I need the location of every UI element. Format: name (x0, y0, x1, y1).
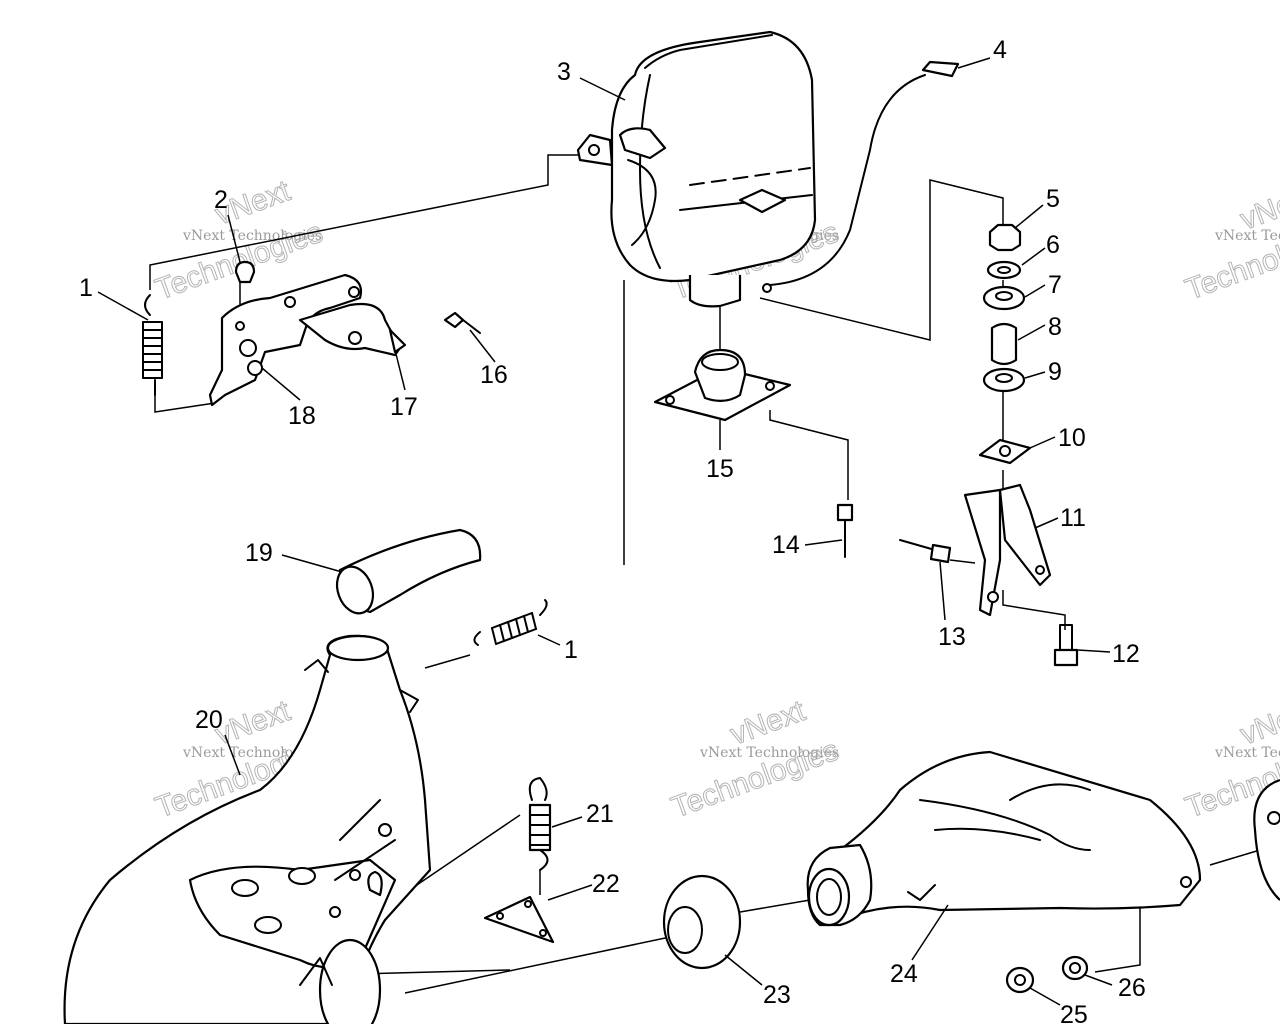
spring-part-21 (528, 777, 552, 871)
nut-part-25 (1005, 966, 1035, 994)
bracket-part-11 (963, 483, 1052, 617)
svg-text:vNext Technologies: vNext Technologies (182, 228, 322, 244)
callout-14: 14 (772, 531, 800, 559)
callout-labels: 1 2 3 4 5 6 7 8 9 10 11 12 13 14 15 16 1… (79, 36, 1146, 1024)
bolt-part-13 (899, 539, 952, 564)
svg-text:vNext Technologies: vNext Technologies (1214, 228, 1280, 244)
bracket-assembly (208, 260, 481, 407)
duct-part-19 (335, 528, 482, 615)
callout-4: 4 (993, 36, 1007, 64)
svg-text:vNext Technologies: vNext Technologies (1214, 745, 1280, 761)
watermark-top-right: vNext vNext Technologies Technologies (1181, 179, 1280, 307)
callout-15: 15 (706, 455, 734, 483)
spacer-part-8 (990, 322, 1018, 366)
screw-part-14 (836, 503, 854, 558)
callout-7: 7 (1048, 271, 1062, 299)
clip-part-17 (388, 328, 407, 354)
callout-8: 8 (1048, 313, 1062, 341)
callout-1-mid: 1 (564, 636, 578, 664)
callout-3: 3 (557, 58, 571, 86)
nut-part-5 (988, 223, 1022, 252)
svg-text:vNext Technologies: vNext Technologies (699, 745, 839, 761)
watermark-bottom-center: vNext vNext Technologies Technologies (667, 694, 844, 825)
callout-26: 26 (1118, 974, 1146, 1002)
expansion-chamber-part-20 (63, 634, 432, 1024)
callout-17: 17 (390, 393, 418, 421)
silencer-box (576, 30, 817, 308)
bolt-part-12 (1053, 624, 1079, 667)
callout-18: 18 (288, 402, 316, 430)
callout-20: 20 (195, 706, 223, 734)
svg-text:vNext Technologies: vNext Technologies (182, 745, 322, 761)
callout-11: 11 (1060, 504, 1086, 532)
callout-1-top: 1 (79, 274, 93, 302)
callout-9: 9 (1048, 358, 1062, 386)
leader-lines (97, 57, 1113, 1006)
callout-23: 23 (763, 981, 791, 1009)
sensor-wire (762, 60, 960, 293)
plate-part-22 (483, 895, 555, 944)
callout-22: 22 (592, 870, 620, 898)
callout-6: 6 (1046, 231, 1060, 259)
spring-part-1-top (142, 294, 163, 396)
mount-stack (978, 223, 1032, 465)
callout-24: 24 (890, 960, 918, 988)
callout-2: 2 (214, 186, 228, 214)
screw-part-2 (234, 260, 256, 284)
washer-part-26 (1061, 955, 1089, 981)
callout-13: 13 (938, 623, 966, 651)
callout-25: 25 (1060, 1001, 1088, 1024)
spring-part-1-mid (473, 599, 548, 646)
muffler-part-24 (806, 750, 1202, 927)
grommet-plate-part-15 (653, 348, 792, 422)
callout-12: 12 (1112, 640, 1140, 668)
svg-text:vNext: vNext (211, 694, 295, 751)
gasket-part-23 (662, 874, 742, 970)
callout-19: 19 (245, 539, 273, 567)
callout-5: 5 (1046, 185, 1060, 213)
watermark-top-left: vNext vNext Technologies Technologies (151, 174, 328, 307)
partial-part-right-edge (1253, 778, 1280, 901)
screw-part-16 (443, 311, 465, 329)
callout-16: 16 (480, 361, 508, 389)
svg-text:vNext: vNext (726, 694, 810, 751)
callout-10: 10 (1058, 424, 1086, 452)
svg-text:vNext: vNext (1236, 694, 1280, 751)
callout-21: 21 (586, 800, 614, 828)
